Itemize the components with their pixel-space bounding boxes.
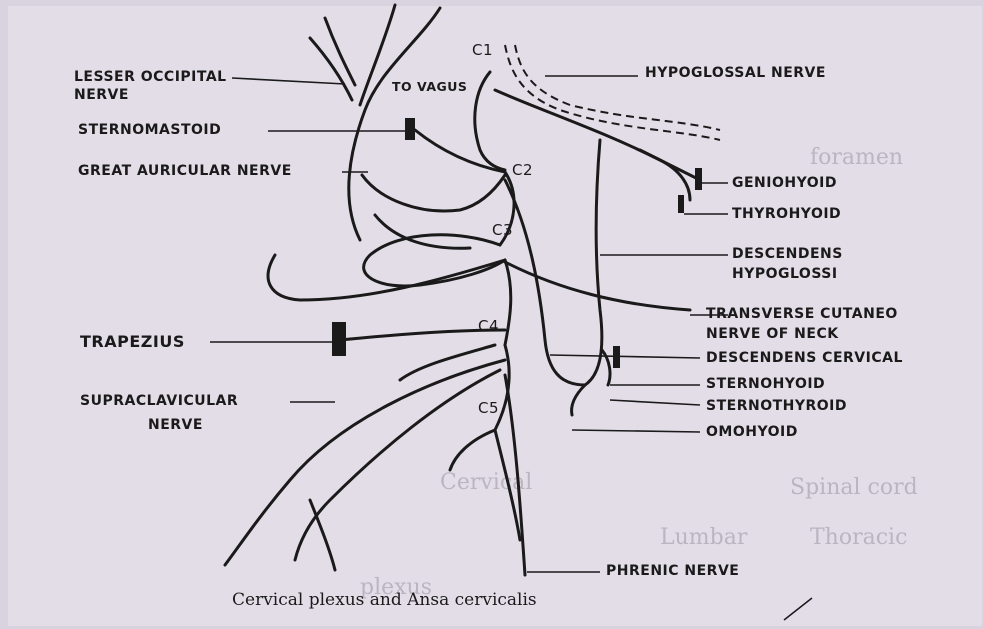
lesser-occipital-branch	[349, 8, 440, 240]
descendens-cervicalis	[505, 180, 585, 385]
label-thyrohyoid: THYROHYOID	[732, 207, 841, 222]
label-omohyoid: OMOHYOID	[706, 425, 798, 440]
label-hypoglossal: HYPOGLOSSAL NERVE	[645, 66, 826, 81]
label-sternomastoid: STERNOMASTOID	[78, 123, 221, 138]
page-edge-mark	[784, 598, 812, 620]
label-sternothyroid: STERNOTHYROID	[706, 399, 847, 414]
transverse-cutaneous-nerve	[268, 255, 505, 300]
label-sternohyoid: STERNOHYOID	[706, 377, 825, 392]
supraclavicular-3	[400, 345, 495, 380]
geniohyoid-block	[695, 168, 702, 190]
sternohyoid-branch	[602, 350, 610, 385]
label-descendens-hypoglossi: DESCENDENS	[732, 247, 843, 262]
label-to-vagus: TO VAGUS	[392, 80, 467, 94]
thyrohyoid-block	[678, 195, 684, 213]
leader-descendens-cervical	[550, 355, 700, 358]
vagus-dashed-2	[515, 45, 720, 130]
c1-loop	[475, 72, 505, 170]
c5-branch	[450, 430, 495, 470]
figure-caption: Cervical plexus and Ansa cervicalis	[232, 590, 537, 610]
label-transverse-cutaneous: TRANSVERSE CUTANEO	[706, 307, 898, 322]
label-c3: C3	[492, 222, 513, 239]
occipital-branch-2	[360, 5, 395, 105]
supraclavicular-4	[310, 500, 335, 570]
label-c4: C4	[478, 318, 499, 335]
label-descendens-hypoglossi-line2: HYPOGLOSSI	[732, 267, 838, 282]
sternomastoid-block	[405, 118, 415, 140]
vagus-dashed-1	[505, 45, 720, 140]
c3-c4-trunk	[505, 260, 511, 345]
trapezius-block	[332, 322, 346, 356]
supraclavicular-2	[295, 370, 500, 560]
label-phrenic: PHRENIC NERVE	[606, 564, 739, 579]
phrenic-nerve	[505, 375, 525, 575]
ansa-loop	[572, 385, 585, 415]
leader-lesser-occipital	[232, 78, 345, 84]
leader-sternothyroid	[610, 400, 700, 405]
loop-left-1	[364, 235, 505, 286]
label-c5: C5	[478, 400, 499, 417]
label-transverse-cutaneous-line2: NERVE OF NECK	[706, 327, 839, 342]
label-trapezius: TRAPEZIUS	[80, 333, 185, 351]
label-c2: C2	[512, 162, 533, 179]
great-auricular-branch	[362, 175, 505, 211]
leader-omohyoid	[572, 430, 700, 432]
label-supraclavicular: SUPRACLAVICULAR	[80, 394, 238, 409]
label-supraclavicular-line2: NERVE	[148, 418, 203, 433]
occipital-branch-3	[325, 18, 355, 85]
label-lesser-occipital-line2: NERVE	[74, 88, 129, 103]
label-great-auricular: GREAT AURICULAR NERVE	[78, 164, 292, 179]
hypoglossal-trunk	[495, 90, 690, 200]
label-c1: C1	[472, 42, 493, 59]
hypoglossal-geniohyoid	[640, 150, 700, 180]
label-geniohyoid: GENIOHYOID	[732, 176, 837, 191]
label-lesser-occipital: LESSER OCCIPITAL	[74, 70, 227, 85]
label-descendens-cervical: DESCENDENS CERVICAL	[706, 351, 903, 366]
descendens-hypoglossi	[585, 140, 602, 385]
